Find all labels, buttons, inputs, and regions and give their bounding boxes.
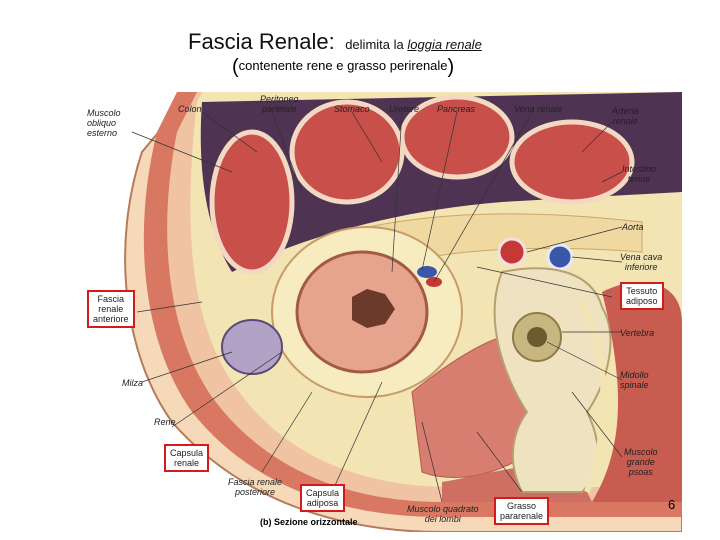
label-arteria-renale: Arteria renale <box>612 106 639 126</box>
label-muscolo-quadrato: Muscolo quadrato dei lombi <box>407 504 479 524</box>
label-stomaco: Stomaco <box>334 104 370 114</box>
label-aorta: Aorta <box>622 222 644 232</box>
box-fascia-anteriore: Fascia renale anteriore <box>87 290 135 328</box>
label-colon: Colon <box>178 104 202 114</box>
label-peritoneo: Peritoneo parietale <box>260 94 299 114</box>
title-main: Fascia Renale: <box>188 29 335 54</box>
label-intestino: Intestino tenue <box>622 164 657 184</box>
label-fascia-posteriore: Fascia renale posteriore <box>228 477 283 497</box>
label-pancreas: Pancreas <box>437 104 476 114</box>
label-rene: Rene <box>154 417 176 427</box>
title-sub-prefix: delimita la <box>345 37 404 52</box>
slide-title: Fascia Renale: delimita la loggia renale <box>188 29 482 55</box>
box-capsula-renale: Capsula renale <box>164 444 210 472</box>
page-number: 6 <box>668 497 676 512</box>
label-midollo: Midollo spinale <box>620 370 649 390</box>
label-vena-cava: Vena cava inferiore <box>620 252 663 272</box>
box-capsula-adiposa: Capsula adiposa <box>300 484 346 512</box>
label-muscolo-obliquo: Muscolo obliquo esterno <box>87 108 121 138</box>
label-muscolo-psoas: Muscolo grande psoas <box>624 447 658 477</box>
title-subtitle: delimita la loggia renale <box>345 37 482 52</box>
box-grasso-pararenale: Grasso pararenale <box>494 497 550 525</box>
label-milza: Milza <box>122 378 144 388</box>
figure-caption: (b) Sezione orizzontale <box>260 517 358 527</box>
title-line2: (contenente rene e grasso perirenale) <box>232 56 455 78</box>
label-uretere: Uretere <box>389 104 420 114</box>
title-sub-link: loggia renale <box>407 37 482 52</box>
title-line2-text: contenente rene e grasso perirenale <box>238 58 448 73</box>
box-tessuto-adiposo: Tessuto adiposo <box>620 282 664 310</box>
label-vertebra: Vertebra <box>620 328 655 338</box>
label-vena-renale: Vena renale <box>514 104 563 114</box>
anatomy-figure: Muscolo obliquo esterno Colon Peritoneo … <box>82 92 682 532</box>
anatomy-illustration <box>124 92 682 532</box>
